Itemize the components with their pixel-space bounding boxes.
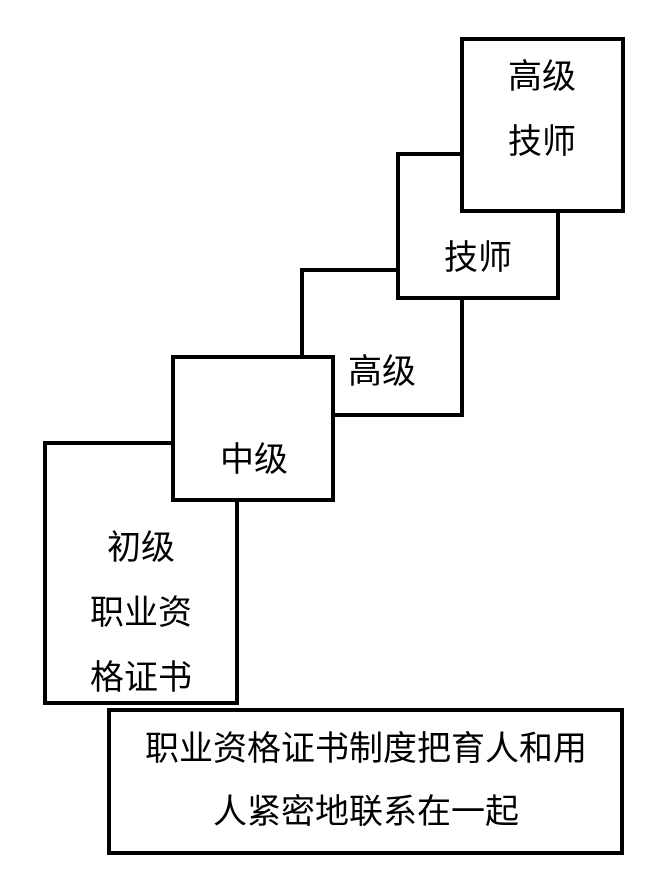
junior-label-line2: 职业资	[90, 593, 192, 633]
senior-technician-box	[460, 37, 625, 213]
junior-label-line1: 初级	[107, 528, 175, 568]
caption-line2: 人紧密地联系在一起	[213, 792, 519, 832]
senior-technician-label-line1: 高级	[508, 57, 576, 97]
technician-label: 技师	[444, 238, 512, 278]
junior-label-line3: 格证书	[90, 658, 192, 698]
intermediate-box	[171, 355, 335, 502]
senior-technician-label-line2: 技师	[508, 122, 576, 162]
caption-line1: 职业资格证书制度把育人和用	[145, 729, 587, 769]
caption-box	[107, 708, 624, 855]
intermediate-label: 中级	[220, 440, 288, 480]
senior-label: 高级	[348, 352, 416, 392]
